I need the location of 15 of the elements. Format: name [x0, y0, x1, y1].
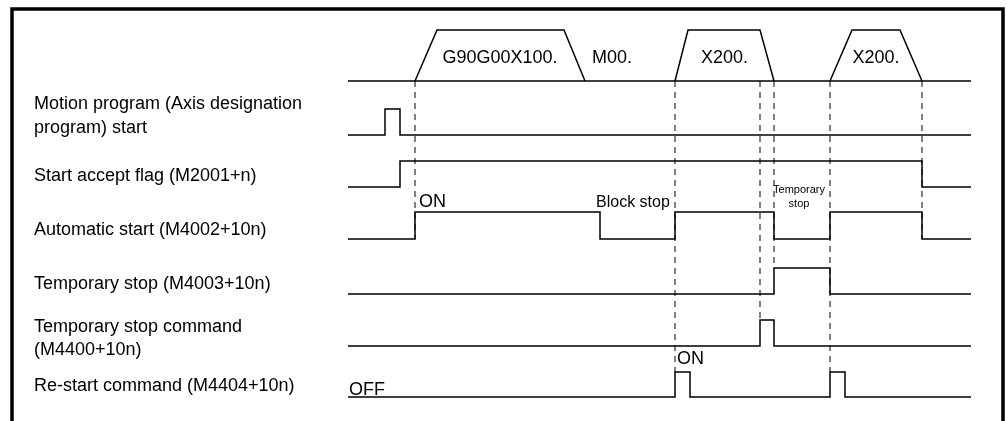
signal-name: Motion program (Axis designation program) start	[34, 92, 304, 139]
program-block-text: X200.	[851, 47, 901, 67]
program-block-text: G90G00X100.	[441, 47, 559, 67]
program-block-text: M00.	[592, 47, 633, 67]
state-label: ON	[677, 348, 704, 368]
program-block-text: X200.	[699, 47, 749, 67]
state-label: Temporary stop	[772, 182, 826, 210]
signal-name: Temporary stop command (M4400+10n)	[34, 315, 244, 361]
signal-name: Temporary stop (M4003+10n)	[34, 272, 271, 294]
state-label: ON	[419, 191, 446, 211]
signal-name: Start accept flag (M2001+n)	[34, 164, 257, 186]
state-label: Block stop	[596, 193, 670, 211]
signal-name: Re-start command (M4404+10n)	[34, 374, 295, 396]
signal-name: Automatic start (M4002+10n)	[34, 218, 267, 240]
state-label: OFF	[349, 379, 385, 399]
